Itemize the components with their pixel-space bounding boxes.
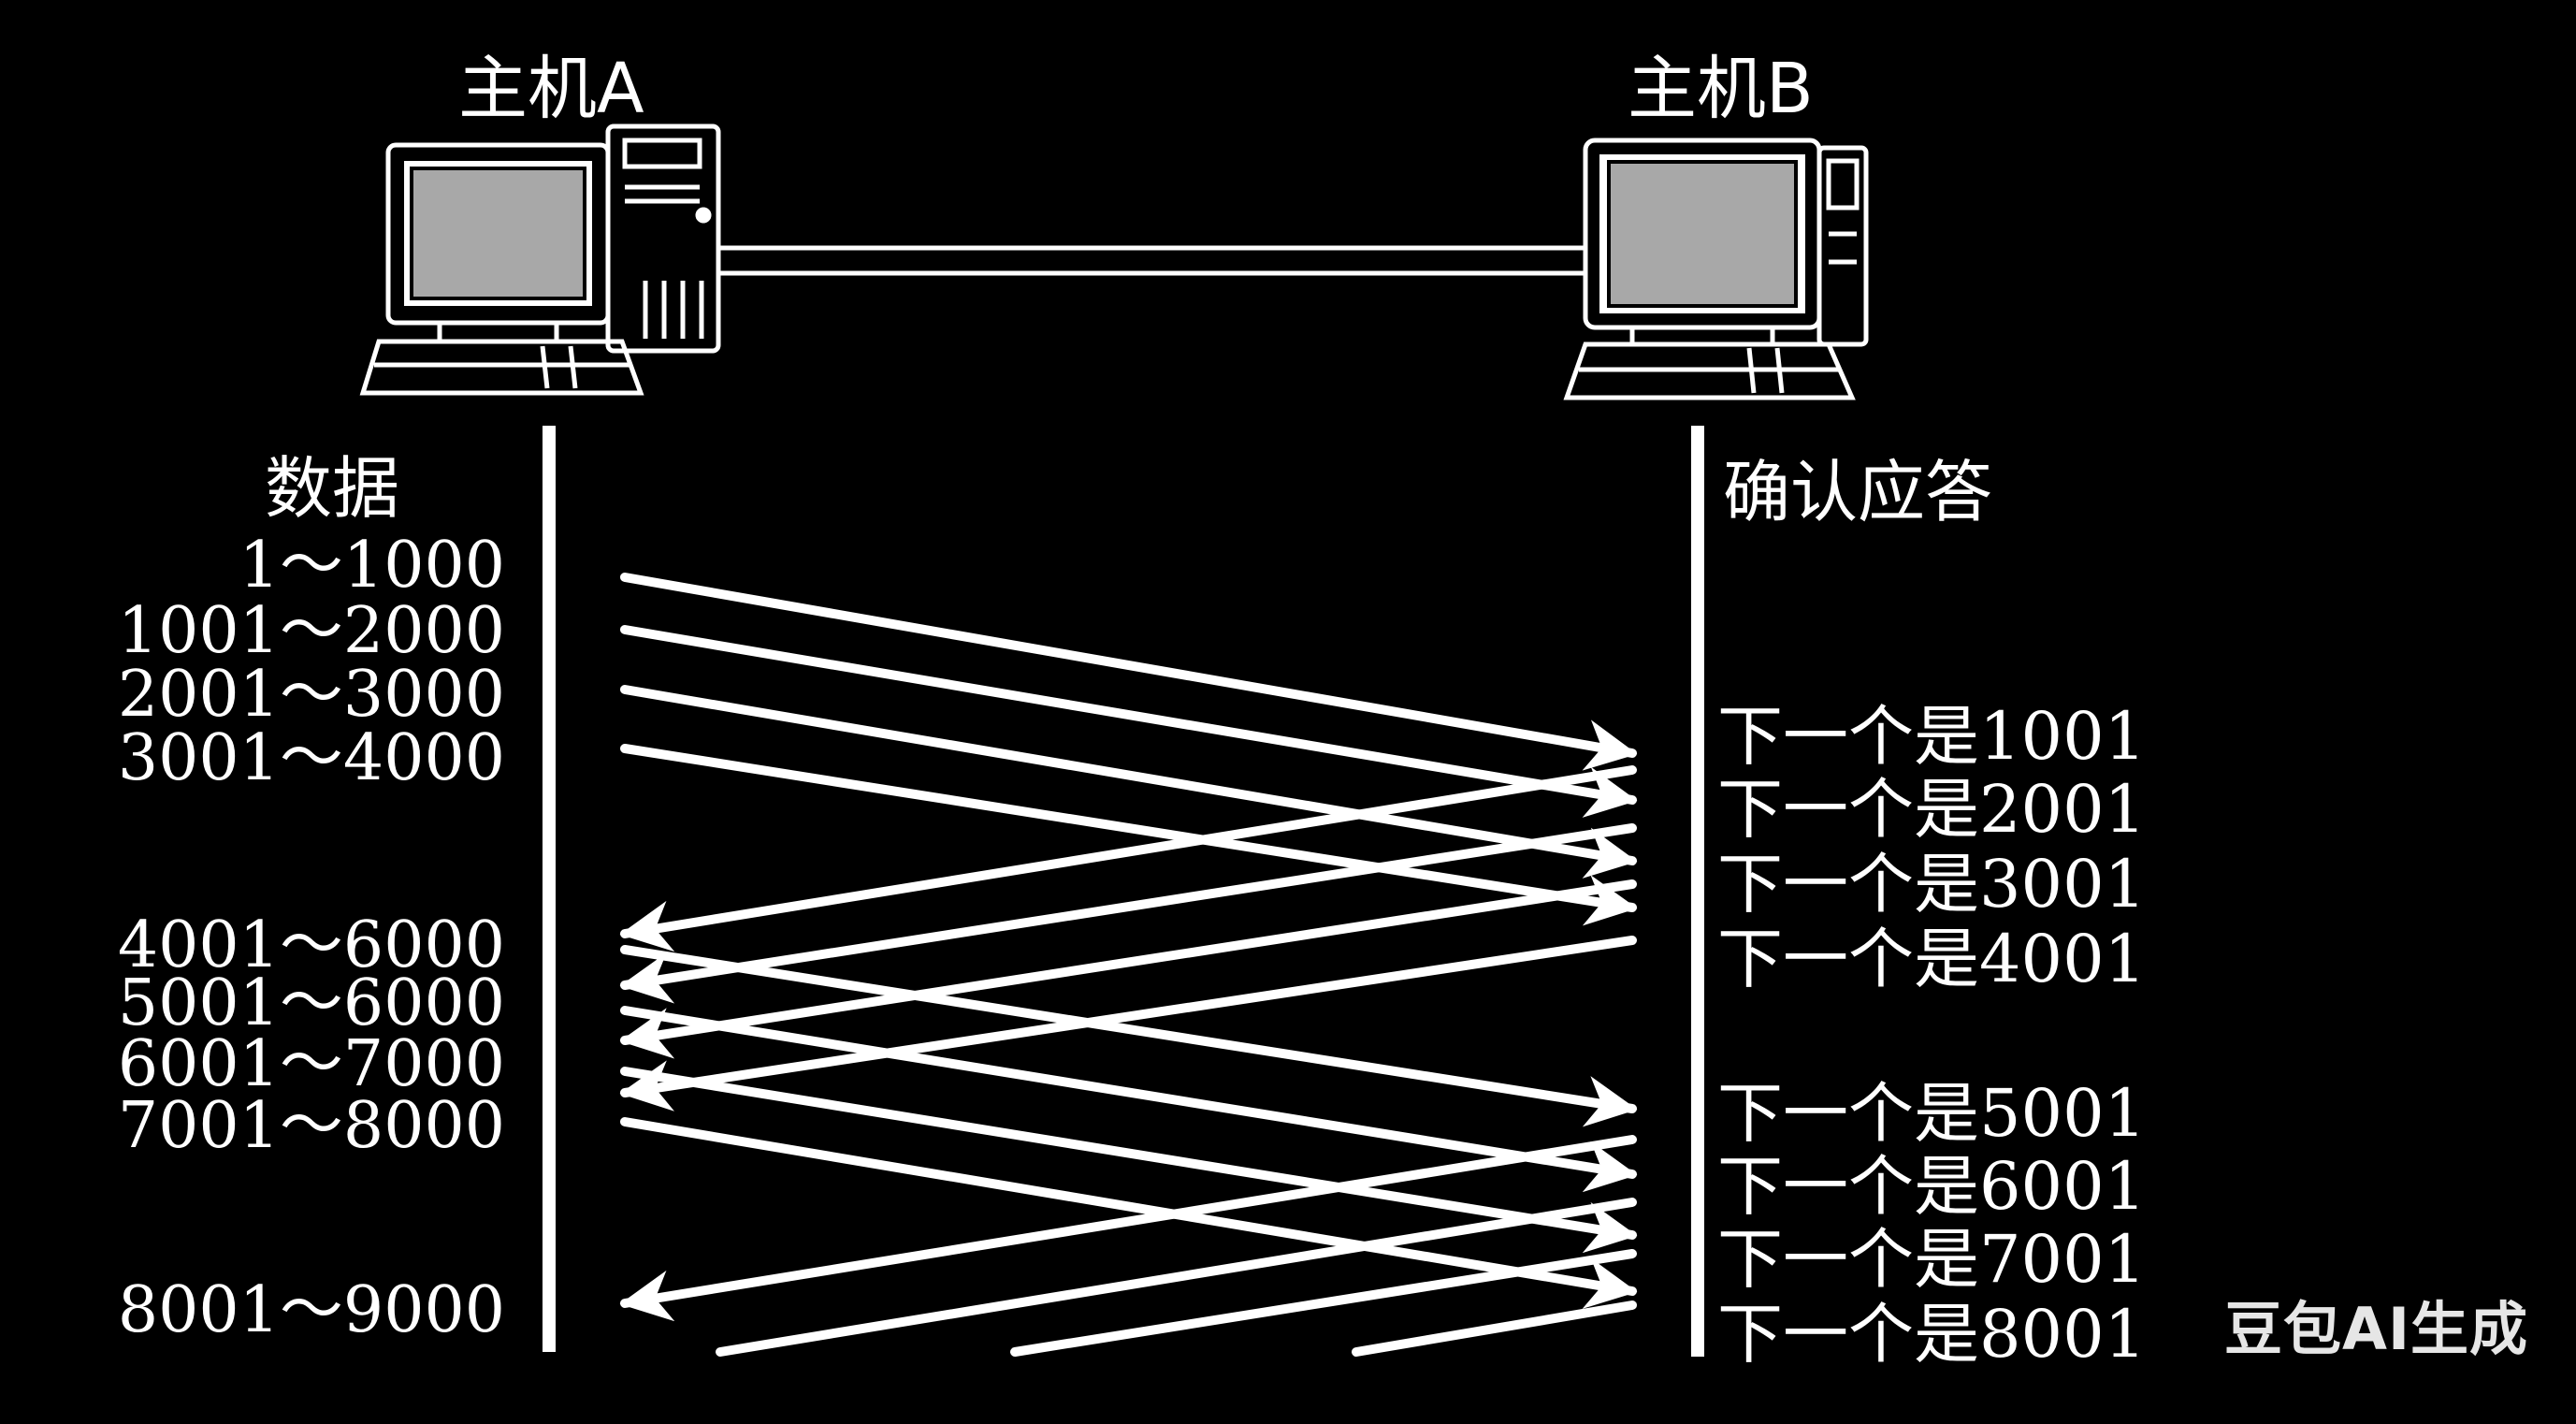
- data-arrow: [620, 1117, 1638, 1309]
- data-segment-label: 1～1000: [239, 529, 505, 603]
- host-a-computer-icon: [359, 124, 721, 396]
- data-arrow: [620, 573, 1638, 771]
- data-arrow: [620, 1067, 1638, 1254]
- ack-label: 下一个是2001: [1717, 771, 2147, 848]
- data-segment-label: 4001～6000: [117, 908, 505, 982]
- data-segment-label: 8001～9000: [117, 1273, 505, 1347]
- data-arrow: [620, 945, 1638, 1127]
- data-arrow: [620, 744, 1638, 926]
- host-b-label: 主机B: [1628, 49, 1814, 129]
- ack-arrow: [619, 936, 1637, 1112]
- data-segment-label: 1001～2000: [117, 594, 505, 668]
- ack-arrow: [619, 879, 1637, 1059]
- host-b-computer-icon: [1563, 138, 1869, 400]
- ack-arrow-partial: [1352, 1300, 1637, 1357]
- data-segment-label: 5001～6000: [117, 966, 505, 1040]
- ack-label: 下一个是6001: [1717, 1148, 2147, 1225]
- data-column-header: 数据: [265, 449, 400, 528]
- ack-column-header: 确认应答: [1723, 453, 1993, 531]
- ack-label: 下一个是1001: [1717, 698, 2147, 775]
- watermark-label: 豆包AI生成: [2224, 1295, 2529, 1363]
- data-segment-label: 3001～4000: [117, 721, 505, 795]
- arrow-layer: [619, 573, 1638, 1357]
- ack-label: 下一个是4001: [1717, 921, 2147, 997]
- ack-arrow-partial: [1010, 1249, 1637, 1357]
- data-arrow: [620, 1006, 1638, 1193]
- data-segment-label: 7001～8000: [117, 1089, 505, 1163]
- ack-arrow-partial: [716, 1198, 1637, 1357]
- data-segment-label: 6001～7000: [117, 1027, 505, 1101]
- ack-arrow: [619, 823, 1637, 1004]
- ack-label: 下一个是5001: [1717, 1075, 2147, 1152]
- data-segment-label: 2001～3000: [117, 658, 505, 732]
- ack-arrow: [619, 765, 1637, 952]
- ack-label: 下一个是7001: [1717, 1221, 2147, 1298]
- host-a-label: 主机A: [458, 49, 644, 129]
- data-arrow: [620, 685, 1638, 879]
- data-arrow: [620, 625, 1638, 818]
- ack-arrow: [619, 1135, 1637, 1322]
- network-cable: [718, 245, 1585, 276]
- ack-label: 下一个是3001: [1717, 846, 2147, 923]
- ack-label: 下一个是8001: [1717, 1296, 2147, 1373]
